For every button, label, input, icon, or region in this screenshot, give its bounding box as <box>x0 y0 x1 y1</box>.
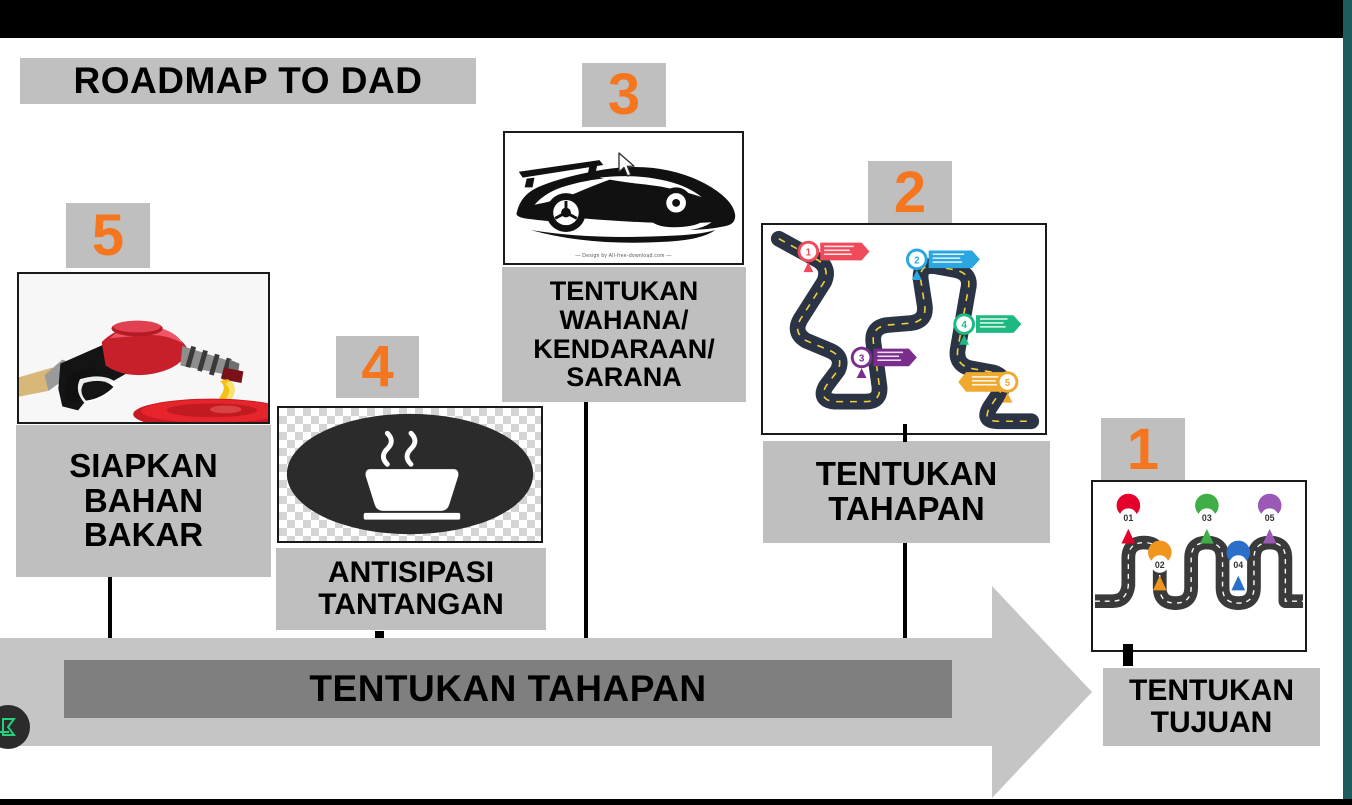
step-2-caption: TENTUKAN TAHAPAN <box>763 441 1050 543</box>
step-1-caption: TENTUKAN TUJUAN <box>1103 668 1320 746</box>
process-arrow-head <box>992 586 1092 798</box>
step-3-image-card: — Design by All-free-download.com — <box>503 131 744 265</box>
step-1-connector <box>1123 644 1133 666</box>
step-badge-5: 5 <box>66 203 150 268</box>
step-badge-2: 2 <box>868 161 952 225</box>
step-badge-2-number: 2 <box>893 160 927 225</box>
step-5-caption: SIAPKAN BAHAN BAKAR <box>16 425 271 577</box>
step-5-caption-line-3: BAKAR <box>83 516 204 554</box>
step-4-caption-line-2: TANTANGAN <box>318 588 504 621</box>
step-2-image-card: 1 2 3 <box>761 223 1047 435</box>
step-badge-1-number: 1 <box>1126 417 1160 482</box>
map-pin-04: 04 <box>1226 540 1251 591</box>
svg-text:05: 05 <box>1265 513 1275 523</box>
step-badge-3: 3 <box>582 63 666 127</box>
process-arrow: TENTUKAN TAHAPAN <box>0 586 1100 798</box>
svg-text:04: 04 <box>1233 560 1243 570</box>
right-edge-strip <box>1343 0 1352 805</box>
step-badge-3-number: 3 <box>607 62 641 127</box>
mouse-cursor <box>618 152 636 183</box>
step-badge-4-number: 4 <box>361 334 394 399</box>
page-title-text: ROADMAP TO DAD <box>73 60 423 101</box>
fuel-pump-nozzle-photo <box>19 274 268 422</box>
page-title: ROADMAP TO DAD <box>20 58 476 104</box>
step-5-caption-line-2: BAHAN <box>83 481 204 519</box>
svg-text:02: 02 <box>1155 560 1165 570</box>
step-badge-5-number: 5 <box>91 202 125 268</box>
map-pin-01: 01 <box>1116 493 1141 544</box>
winding-road-infographic: 1 2 3 <box>763 225 1045 433</box>
image-credit: — Design by All-free-download.com — <box>575 253 672 259</box>
step-4-caption-line-1: ANTISIPASI <box>327 556 495 590</box>
svg-text:2: 2 <box>914 255 920 266</box>
svg-text:4: 4 <box>961 320 967 331</box>
step-3-caption-line-1: TENTUKAN <box>549 276 699 307</box>
step-1-caption-line-1: TENTUKAN <box>1129 674 1294 708</box>
svg-text:03: 03 <box>1202 513 1212 523</box>
svg-text:01: 01 <box>1123 513 1133 523</box>
road-marker-2: 2 <box>905 248 980 280</box>
road-with-map-pins: 01 02 03 04 05 <box>1093 482 1305 650</box>
map-pin-05: 05 <box>1257 493 1282 544</box>
step-5-connector <box>108 577 112 640</box>
step-3-caption: TENTUKAN WAHANA/ KENDARAAN/ SARANA <box>502 267 746 402</box>
step-4-caption: ANTISIPASI TANTANGAN <box>276 548 546 630</box>
step-4-connector-dot <box>375 631 384 640</box>
road-marker-4: 4 <box>953 313 1022 345</box>
prezi-watermark-icon <box>0 718 16 736</box>
map-pin-03: 03 <box>1195 493 1219 544</box>
steaming-cup-icon <box>286 413 534 535</box>
cursor-arrow-icon <box>618 152 635 177</box>
step-3-caption-line-4: SARANA <box>566 362 682 393</box>
road-marker-1: 1 <box>797 240 870 273</box>
step-5-image-card <box>17 272 270 424</box>
process-arrow-label-box: TENTUKAN TAHAPAN <box>64 660 952 718</box>
step-badge-1: 1 <box>1101 418 1185 482</box>
top-black-bar <box>0 0 1352 38</box>
step-4-image-card <box>277 406 543 543</box>
sports-car-lineart <box>505 133 742 263</box>
process-arrow-label: TENTUKAN TAHAPAN <box>309 668 707 709</box>
step-2-connector-top <box>903 424 907 442</box>
road-marker-3: 3 <box>850 346 917 379</box>
right-edge-inner <box>1338 38 1343 805</box>
map-pin-02: 02 <box>1148 540 1172 591</box>
step-2-caption-line-2: TAHAPAN <box>828 490 985 527</box>
road-marker-5: 5 <box>958 371 1019 403</box>
step-badge-4: 4 <box>336 336 419 398</box>
step-1-image-card: 01 02 03 04 05 <box>1091 480 1307 652</box>
step-2-caption-line-1: TENTUKAN <box>815 455 998 493</box>
step-3-caption-line-2: WAHANA/ <box>559 304 689 335</box>
svg-text:3: 3 <box>859 353 865 364</box>
step-3-caption-line-3: KENDARAAN/ <box>533 333 715 364</box>
svg-text:1: 1 <box>806 247 812 258</box>
svg-text:5: 5 <box>1005 378 1011 389</box>
step-2-connector <box>903 543 907 661</box>
bottom-black-bar <box>0 799 1352 805</box>
step-1-caption-line-2: TUJUAN <box>1150 706 1273 739</box>
step-3-connector <box>584 402 588 640</box>
step-5-caption-line-1: SIAPKAN <box>69 446 218 484</box>
